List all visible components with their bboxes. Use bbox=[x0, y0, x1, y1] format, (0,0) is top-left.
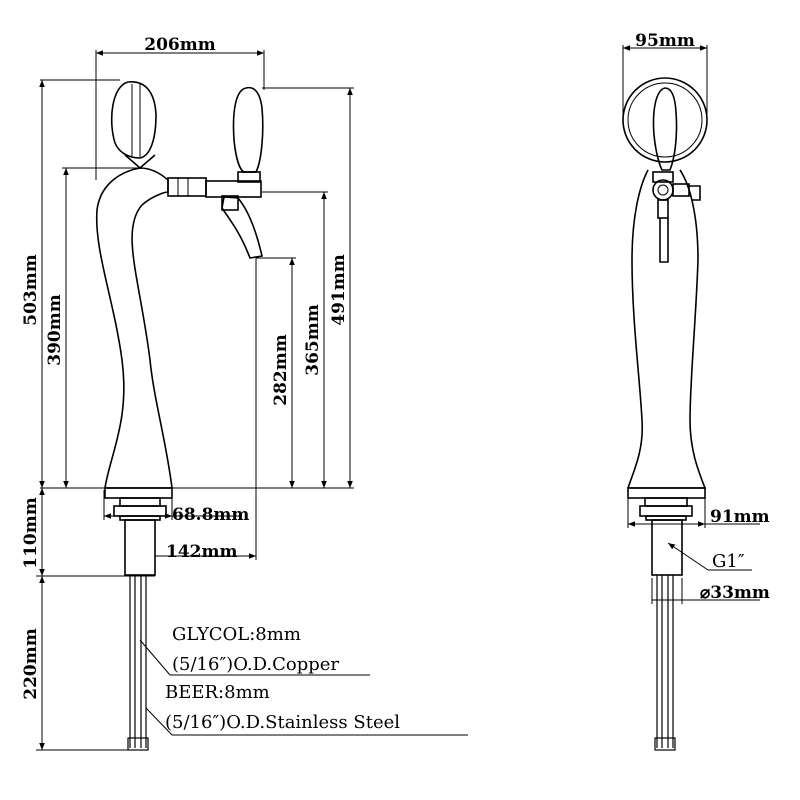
faucet-head bbox=[652, 179, 674, 201]
faucet-handle bbox=[232, 86, 264, 173]
faucet-lever bbox=[689, 185, 701, 201]
dim-282: 282mm bbox=[271, 334, 291, 405]
side-handle-ring bbox=[652, 171, 674, 183]
side-base-mid bbox=[644, 497, 688, 507]
dim-95: 95mm bbox=[635, 31, 695, 51]
rear-handle bbox=[110, 81, 157, 159]
beer-label: BEER:8mm bbox=[165, 682, 270, 703]
handle-disc-outer bbox=[622, 77, 708, 163]
base-mid bbox=[119, 497, 161, 507]
faucet-body bbox=[205, 180, 262, 198]
spout bbox=[221, 196, 263, 259]
dim-142: 142mm bbox=[166, 542, 237, 562]
dim-390: 390mm bbox=[45, 294, 65, 365]
side-base-top bbox=[627, 487, 706, 499]
side-dim-labels: 95mm 91mm G1″ ⌀33mm bbox=[635, 31, 770, 603]
handle-ring bbox=[237, 171, 261, 183]
side-spout bbox=[659, 218, 669, 263]
thread-label: G1″ bbox=[712, 551, 745, 572]
beer-tube-label: (5/16″)O.D.Stainless Steel bbox=[165, 712, 400, 733]
dim-91: 91mm bbox=[710, 507, 770, 527]
handle-disc-inner bbox=[627, 82, 703, 158]
side-shank bbox=[651, 519, 683, 576]
front-view bbox=[95, 81, 264, 751]
shank bbox=[124, 519, 156, 576]
dim-68-8: 68.8mm bbox=[172, 505, 249, 525]
side-base-flange bbox=[639, 505, 693, 517]
faucet-nut bbox=[672, 183, 690, 197]
tubes bbox=[127, 575, 149, 751]
front-dim-labels: 206mm 503mm 390mm 491mm 365mm 282mm 68.8… bbox=[21, 35, 400, 733]
side-dimensions bbox=[622, 45, 760, 604]
side-faucet-handle bbox=[652, 87, 678, 171]
side-tubes bbox=[654, 575, 676, 751]
front-dimensions bbox=[36, 50, 468, 751]
dim-503: 503mm bbox=[21, 254, 41, 325]
spout-joint bbox=[221, 195, 239, 211]
dim-110: 110mm bbox=[21, 497, 41, 568]
tower-body bbox=[95, 167, 173, 489]
dim-33: ⌀33mm bbox=[700, 583, 770, 603]
side-spout-top bbox=[657, 199, 669, 219]
dim-206: 206mm bbox=[144, 35, 215, 55]
side-view bbox=[622, 77, 708, 751]
base-top bbox=[104, 487, 173, 499]
base-flange bbox=[113, 505, 167, 517]
faucet-head-inner bbox=[657, 184, 669, 196]
dim-491: 491mm bbox=[329, 254, 349, 325]
faucet-collar bbox=[167, 177, 207, 197]
glycol-tube-label: (5/16″)O.D.Copper bbox=[172, 654, 339, 675]
glycol-label: GLYCOL:8mm bbox=[172, 624, 301, 645]
dim-220: 220mm bbox=[21, 628, 41, 699]
dim-365: 365mm bbox=[303, 304, 323, 375]
